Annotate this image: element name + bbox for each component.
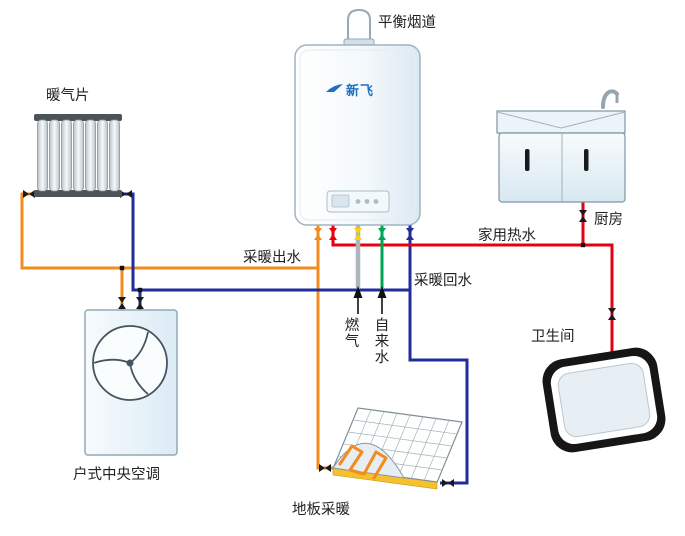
label-flue: 平衡烟道 xyxy=(378,14,436,31)
junction-dot xyxy=(580,242,586,248)
ac-return-valve-icon xyxy=(136,297,144,309)
radiator-section xyxy=(73,119,84,192)
ac-supply-valve-icon xyxy=(118,297,126,309)
boiler-knob-icon xyxy=(355,199,361,204)
label-domestic-hot-water: 家用热水 xyxy=(478,227,536,244)
kitchen-valve-icon xyxy=(579,210,587,222)
boiler-supply-fitting-icon xyxy=(314,228,322,240)
radiator-section xyxy=(109,119,120,192)
boiler: 新飞 xyxy=(294,8,421,226)
radiator-section xyxy=(85,119,96,192)
boiler-logo-wing-icon xyxy=(326,84,343,92)
kitchen-door-handle-icon xyxy=(525,149,530,171)
pipe-heating-return-main xyxy=(408,225,469,485)
pipe-heating-supply-main xyxy=(316,225,334,470)
radiator-section xyxy=(37,119,48,192)
label-central-ac: 户式中央空调 xyxy=(73,466,160,483)
kitchen-door-handle-icon xyxy=(584,149,589,171)
boiler-hot-water-fitting-icon xyxy=(329,228,337,240)
boiler-fittings xyxy=(314,228,414,240)
boiler-display xyxy=(331,194,350,208)
boiler-knob-icon xyxy=(364,199,370,204)
boiler-gas-valve-icon xyxy=(354,228,362,240)
radiator-bottom-header xyxy=(34,190,122,197)
radiator-top-header xyxy=(34,114,122,121)
junction-dot xyxy=(137,287,143,293)
floor-heating xyxy=(332,407,463,490)
radiator-supply-valve-icon xyxy=(23,190,35,198)
junction-dot xyxy=(119,265,125,271)
central-ac-unit xyxy=(84,309,178,456)
kitchen-sink-basins xyxy=(496,111,626,129)
boiler-knob-icon xyxy=(373,199,379,204)
tap-water-flow-arrowhead-icon xyxy=(377,286,387,298)
floor-heating-coil xyxy=(338,444,388,480)
flow-arrows xyxy=(353,286,387,314)
bathtub xyxy=(542,347,666,453)
floor-tile-grid xyxy=(338,409,458,481)
boiler-control-panel xyxy=(326,190,390,213)
kitchen-faucet-icon xyxy=(601,89,619,109)
boiler-logo-text: 新飞 xyxy=(346,83,374,98)
radiator xyxy=(34,114,122,197)
pipe-junctions xyxy=(119,242,586,293)
label-floor-heating: 地板采暖 xyxy=(292,500,350,518)
boiler-body xyxy=(294,44,421,226)
label-heating-return: 采暖回水 xyxy=(414,272,472,289)
label-bathroom: 卫生间 xyxy=(531,328,575,345)
boiler-tap-water-fitting-icon xyxy=(378,228,386,240)
label-tap-water: 自来水 xyxy=(375,317,390,366)
boiler-return-fitting-icon xyxy=(406,228,414,240)
label-radiator: 暖气片 xyxy=(46,87,90,104)
floor-heating-inlet-valve-icon xyxy=(319,464,331,472)
bathtub-basin xyxy=(557,362,651,438)
label-gas: 燃气 xyxy=(345,316,360,350)
labels: 平衡烟道 暖气片 厨房 卫生间 户式中央空调 地板采暖 采暖出水 家用热水 采暖… xyxy=(46,14,623,518)
bathtub-valve-icon xyxy=(608,308,616,320)
radiator-section xyxy=(97,119,108,192)
gas-flow-arrowhead-icon xyxy=(353,286,363,298)
label-kitchen: 厨房 xyxy=(594,211,623,228)
boiler-inner-line xyxy=(299,49,416,221)
boiler-logo: 新飞 xyxy=(326,83,374,98)
label-heating-supply: 采暖出水 xyxy=(243,249,301,266)
kitchen-counter xyxy=(496,110,626,134)
radiator-section xyxy=(61,119,72,192)
kitchen xyxy=(496,89,626,203)
floor-heating-outlet-valve-icon xyxy=(442,479,454,487)
ac-fan-hub-icon xyxy=(126,359,134,367)
radiator-section xyxy=(49,119,60,192)
